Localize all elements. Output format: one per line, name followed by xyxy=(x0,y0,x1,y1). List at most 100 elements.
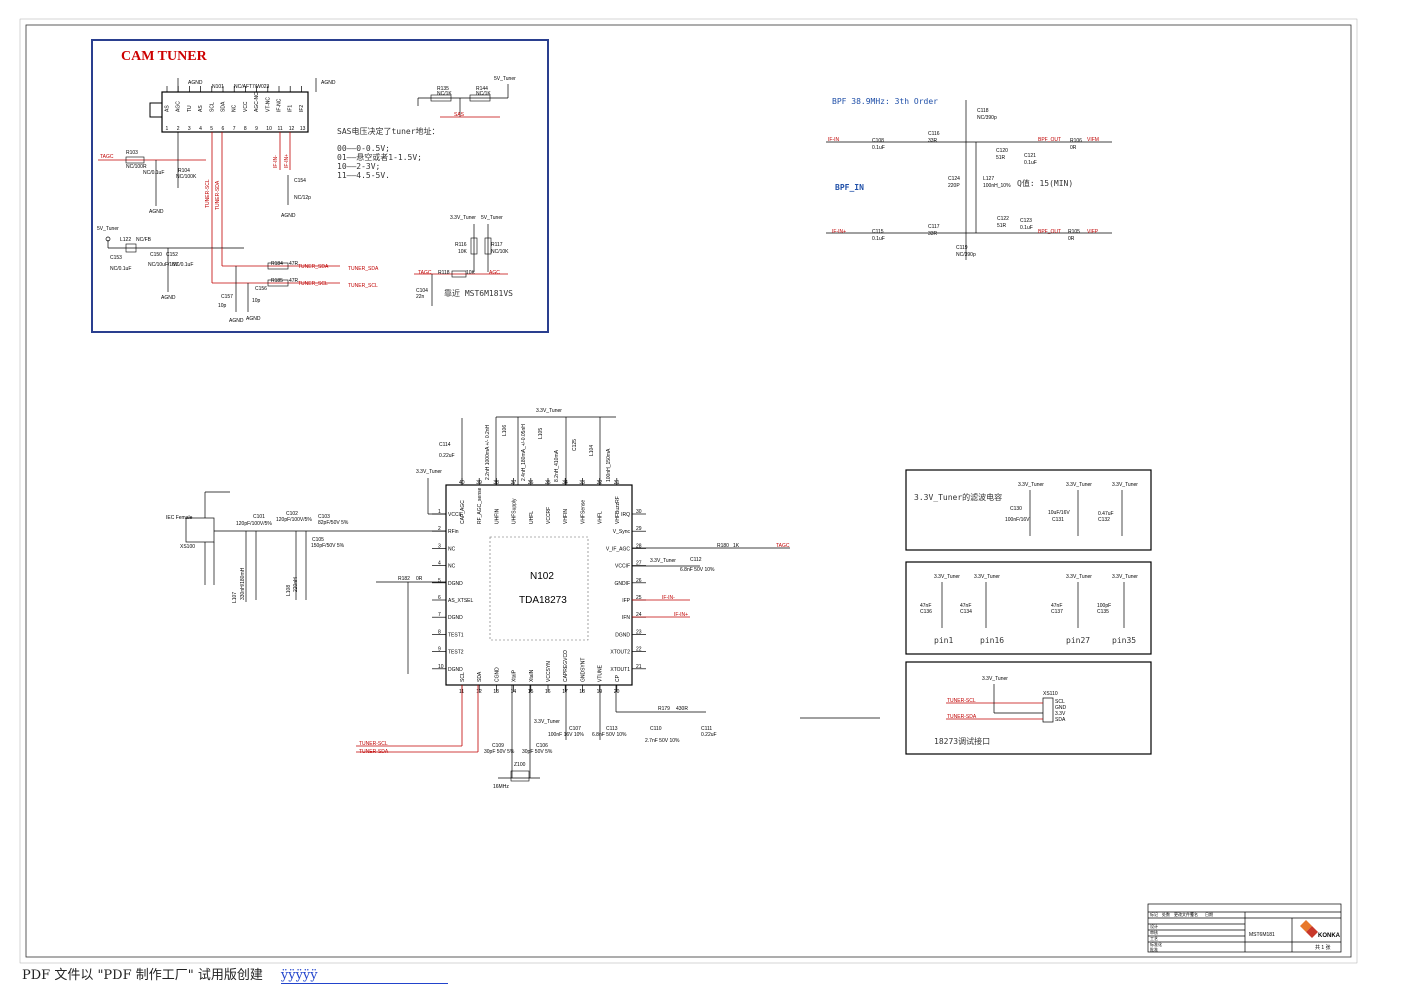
tuner-pin-name: AS xyxy=(198,105,204,112)
tuner-pin-number: 8 xyxy=(244,126,247,132)
z100-ref: Z100 xyxy=(514,762,526,768)
tda-right-pin-name: IFN xyxy=(622,615,630,621)
r135-val: NC/1K xyxy=(437,91,452,97)
r135-ref: R135 xyxy=(437,86,449,92)
bpf-part-ref: C118 xyxy=(977,108,989,114)
sheet-outer-border xyxy=(19,18,1358,964)
tuner-scl-vertical: TUNER-SCL xyxy=(205,179,211,208)
tda-bottom-pin-number: 14 xyxy=(511,689,517,695)
c113-ref: C113 xyxy=(606,726,618,732)
c106-val: 30pF 50V 5% xyxy=(522,749,553,755)
c101-ref: C101 xyxy=(253,514,265,520)
c137-val: 47nF xyxy=(1051,603,1062,609)
debug-box-title: 18273调试接口 xyxy=(934,736,990,746)
tuner-pin-name: NC xyxy=(232,104,238,112)
tda-v33-2: 3.3V_Tuner xyxy=(536,408,562,414)
tda-top-pin-number: 32 xyxy=(597,480,603,486)
r117-val: NC/10K xyxy=(491,249,509,255)
tda-bottom-pin-name: SCL xyxy=(460,672,466,682)
footer-text: PDF 文件以 "PDF 制作工厂" 试用版创建 xyxy=(22,968,263,983)
sas-note-title: SAS电压决定了tuner地址： xyxy=(337,126,440,136)
tuner-pin-number: 4 xyxy=(199,126,202,132)
sas-note-line-4: 11——4.5-5V. xyxy=(337,171,390,180)
c150-ref: C150 xyxy=(150,252,162,258)
c152-ref: C152 xyxy=(166,252,178,258)
l105-ref: L105 xyxy=(538,428,544,439)
c157-val: 10p xyxy=(218,303,227,309)
c104-val: 22n xyxy=(416,294,425,300)
tda-right-pin-number: 27 xyxy=(636,561,642,567)
tda-bottom-pin-number: 12 xyxy=(476,689,482,695)
c157-ref: C157 xyxy=(221,294,233,300)
tda-right-pin-number: 28 xyxy=(636,543,642,549)
tda-bottom-pin-name: XtalN xyxy=(529,669,535,682)
tda-top-pin-number: 33 xyxy=(579,480,585,486)
tda-bottom-pin-number: 20 xyxy=(614,689,620,695)
r184-ref: R184 xyxy=(271,261,283,267)
z100-val: 16MHz xyxy=(493,784,509,790)
tda-left-pin-number: 7 xyxy=(438,612,441,618)
r182-val: 0R xyxy=(416,576,423,582)
c156-val: 10p xyxy=(252,298,261,304)
pin-label-1: pin1 xyxy=(934,636,953,645)
tda-v33-4: 3.3V_Tuner xyxy=(534,719,560,725)
c136-val: 47nF xyxy=(920,603,931,609)
tuner-pins: 1AS2AGC3TU4AS5SCL6SDA7NC8VCC9AGC-NC10VT-… xyxy=(165,86,306,132)
tuner-sda-vertical: TUNER-SDA xyxy=(215,180,221,210)
bpf-part-ref: C124 xyxy=(948,176,960,182)
tuner-pin-number: 1 xyxy=(166,126,169,132)
bpf-part-ref: C119 xyxy=(956,245,968,251)
cam-tuner-frame xyxy=(91,39,549,333)
if-in-minus-net: IF-IN- xyxy=(273,155,279,168)
c154-val: NC/12p xyxy=(294,195,311,201)
debug-pin-sda: SDA xyxy=(1055,717,1066,723)
tuner-scl-out: TUNER_SCL xyxy=(348,283,378,289)
title-row-label: 标准化 xyxy=(1150,941,1162,947)
tda-tuner-sda: TUNER-SDA xyxy=(359,749,389,755)
pin-label-16: pin16 xyxy=(980,636,1004,645)
c153-val: NC/0.1uF xyxy=(110,266,131,272)
agnd-label-2: AGND xyxy=(281,213,296,219)
tda-top-pin-name: VCCRF xyxy=(546,507,552,524)
sas-note-line-2: 01——悬空或者1-1.5V; xyxy=(337,152,422,162)
tuner-pin-name: AS xyxy=(165,105,171,112)
title-rows: 标记处数更改文件号签名日期设计审核工艺标准化批准 xyxy=(1150,911,1213,952)
tda-right-pin-name: XTOUT2 xyxy=(610,650,630,656)
konka-logo xyxy=(1300,920,1318,938)
tda-top-pin-name: UHFSupply xyxy=(512,498,518,524)
tda-bottom-pin-number: 13 xyxy=(493,689,499,695)
r104-val: NC/100K xyxy=(176,174,197,180)
tuner-pin-number: 7 xyxy=(233,126,236,132)
c132-val: 0.47uF xyxy=(1098,511,1114,517)
tda-exposed-pad xyxy=(489,536,589,641)
r179-ref: R179 xyxy=(658,706,670,712)
tuner-pin-number: 10 xyxy=(266,126,272,132)
vifm-net: VIFM xyxy=(1087,137,1099,143)
title-row-label: 审核 xyxy=(1150,929,1158,935)
footer-link[interactable]: ÿÿÿÿÿ xyxy=(280,968,448,984)
c135-ref: C135 xyxy=(1097,609,1109,615)
tda-right-pin-name: V_Sync xyxy=(613,529,631,535)
tuner-pin-number: 3 xyxy=(188,126,191,132)
c113-val: 6.8nF 50V 10% xyxy=(592,732,627,738)
c106-ref: C106 xyxy=(536,743,548,749)
tagc-net-mid: TAGC xyxy=(418,270,432,276)
l122-val: NC/FB xyxy=(136,237,152,243)
pdf-footer: PDF 文件以 "PDF 制作工厂" 试用版创建 ÿÿÿÿÿ xyxy=(22,964,448,984)
bpf-in-p: IF-IN xyxy=(828,137,839,143)
c155-val: NC/0.1uF xyxy=(143,170,164,176)
pin-v33-3: 3.3V_Tuner xyxy=(1066,574,1092,580)
vifp-net: VIFP xyxy=(1087,229,1099,235)
tda-top-pin-name: UHFL xyxy=(529,511,535,524)
tda-top-pin-name: VHFBuzzRF xyxy=(615,496,621,524)
c109-ref: C109 xyxy=(492,743,504,749)
r117-ref: R117 xyxy=(491,242,503,248)
c130-val: 100nF/16V xyxy=(1005,517,1030,523)
title-sheet-info: 共 1 张 xyxy=(1315,944,1331,951)
tda-top-pin-number: 31 xyxy=(614,480,620,486)
sheet-border xyxy=(25,24,1352,958)
bpf-part-ref: L127 xyxy=(983,176,994,182)
tda-right-pin-name: XTOUT1 xyxy=(610,667,630,673)
